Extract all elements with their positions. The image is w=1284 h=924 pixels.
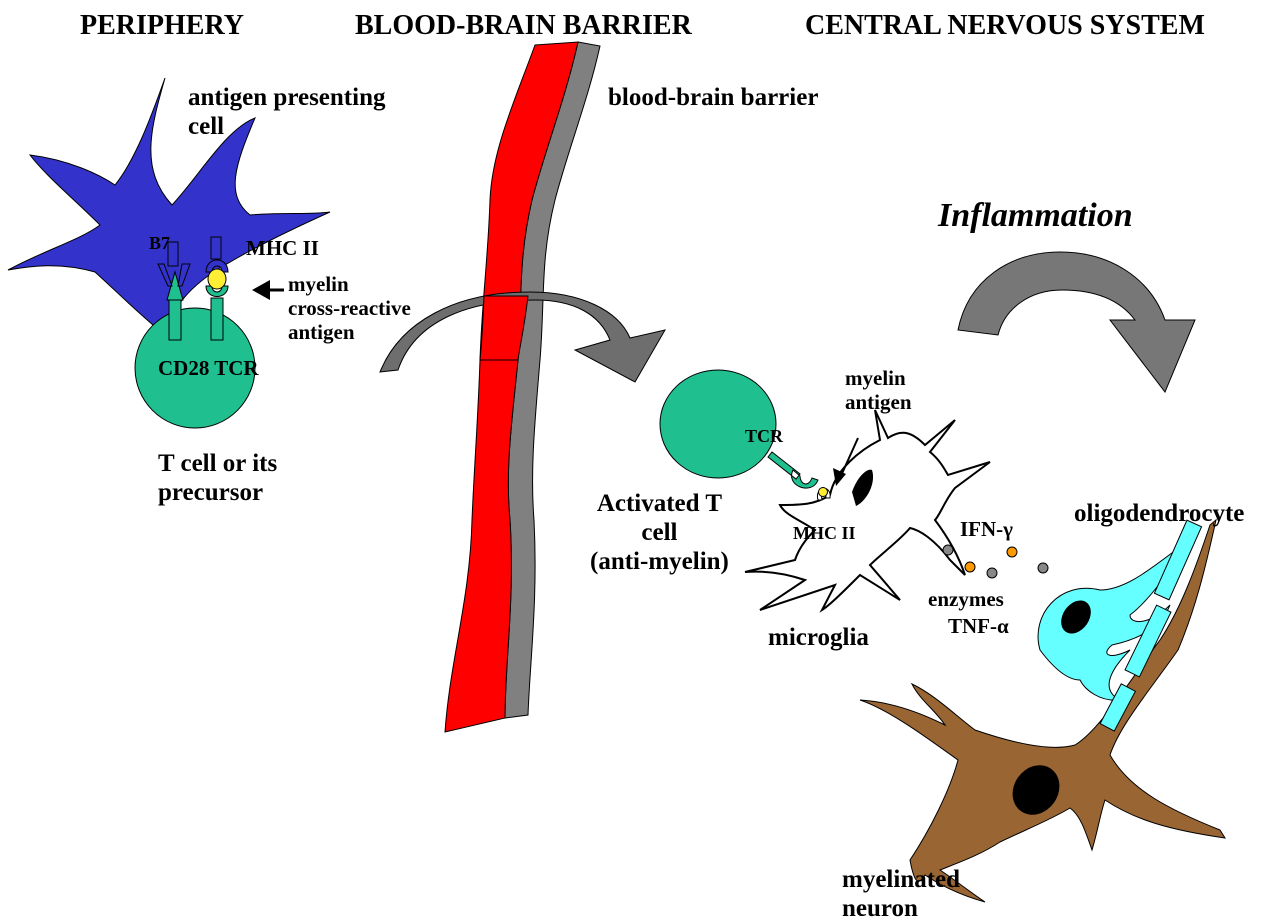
cytokine-dot-2 [1007,547,1017,557]
label-myelin-antigen: myelin antigen [845,366,912,414]
activated-t-cell-body [660,370,776,478]
label-tnf-alpha: TNF-α [948,614,1009,638]
label-inflammation: Inflammation [938,196,1133,235]
label-antigen-presenting-cell: antigen presenting cell [188,84,385,142]
label-cd28-tcr: CD28 TCR [158,356,259,380]
cytokine-dot-3 [965,562,975,572]
label-myelinated-neuron: myelinated neuron [842,866,960,924]
label-tcr: TCR [745,426,783,447]
label-myelin-cross-reactive-antigen: myelin cross-reactive antigen [288,272,411,344]
label-microglia: microglia [768,624,869,653]
label-b7: B7 [149,233,170,254]
mhc-ii-stem [211,237,221,259]
label-mhc-ii-microglia: MHC II [793,523,856,544]
label-blood-brain-barrier: blood-brain barrier [608,84,818,113]
label-oligodendrocyte: oligodendrocyte [1074,500,1244,529]
header-central-nervous-system: CENTRAL NERVOUS SYSTEM [805,10,1205,42]
inflammation-arrow [958,252,1195,392]
cytokine-dot-5 [1038,563,1048,573]
label-t-cell: T cell or its precursor [158,450,277,508]
antigen-pointer-arrow [252,280,270,300]
cytokine-dot-1 [943,545,953,555]
tcr-receptor [211,298,223,340]
myelin-antigen-dot [819,488,828,497]
label-mhc-ii: MHC II [246,236,319,260]
label-ifn-gamma: IFN-γ [960,517,1013,541]
cd28-receptor [169,298,181,340]
header-periphery: PERIPHERY [80,10,244,42]
label-activated-t-cell: Activated T cell (anti-myelin) [590,490,729,576]
activated-tcr [768,452,818,488]
cytokine-dot-4 [987,568,997,578]
label-enzymes: enzymes [928,587,1004,611]
header-blood-brain-barrier: BLOOD-BRAIN BARRIER [355,10,692,42]
myelin-cross-reactive-antigen [208,269,226,289]
